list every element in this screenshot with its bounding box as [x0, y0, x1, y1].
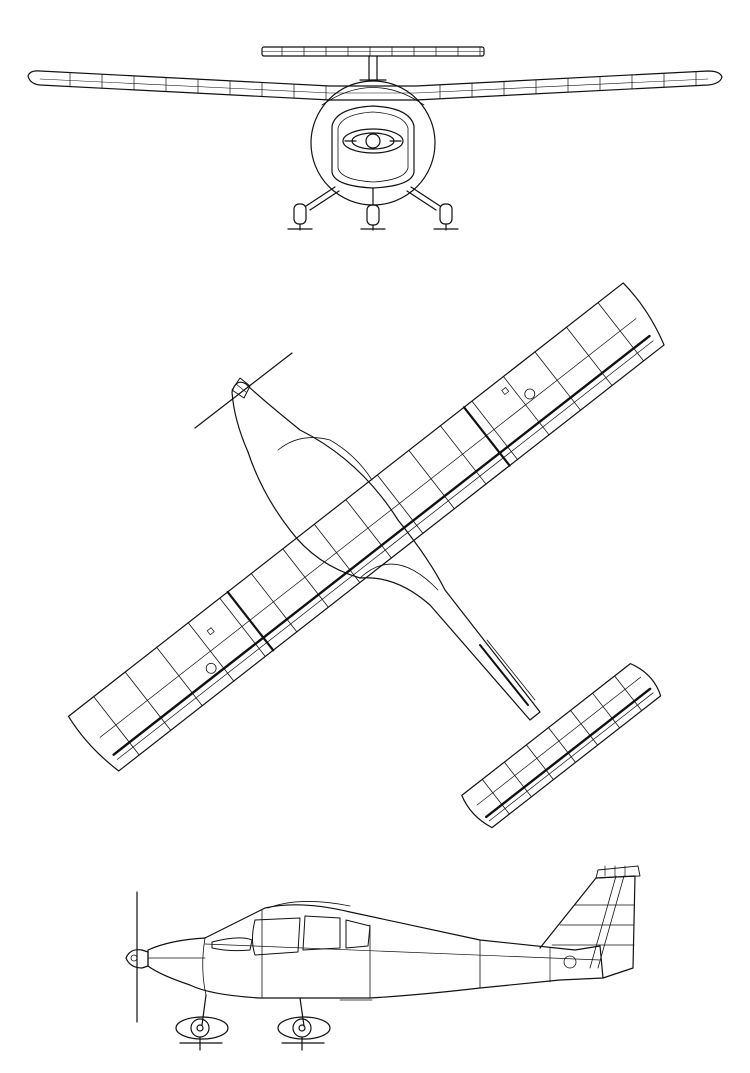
top-fuselage: [231, 377, 541, 721]
front-spinner: [342, 128, 404, 154]
front-view: [27, 46, 723, 231]
front-wing: [27, 70, 723, 101]
side-windows: [211, 901, 371, 956]
top-wing: [67, 282, 665, 772]
front-horizontal-tail: [261, 46, 485, 57]
top-horizontal-stabilizer: [461, 663, 662, 829]
side-landing-gear: [175, 994, 331, 1051]
side-vertical-tail: [539, 865, 641, 979]
side-view: [125, 865, 641, 1051]
front-landing-gear: [287, 186, 459, 231]
front-vertical-fin: [359, 55, 387, 81]
top-propeller: [194, 352, 293, 429]
side-fuselage: [147, 904, 604, 999]
top-view: [67, 282, 665, 829]
